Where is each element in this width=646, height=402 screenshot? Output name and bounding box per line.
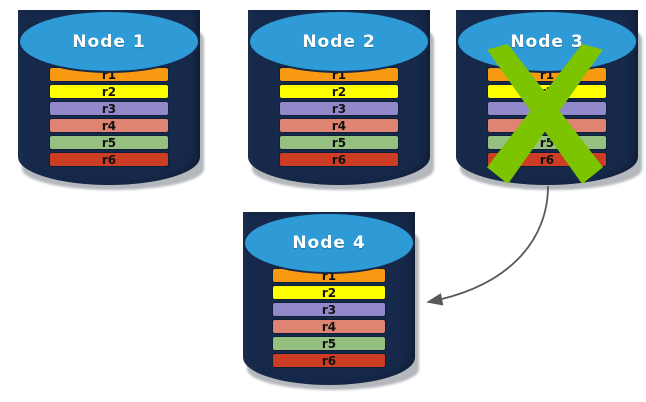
data-row[interactable]: r3: [487, 101, 607, 116]
data-row[interactable]: r4: [272, 319, 386, 334]
data-row[interactable]: r3: [279, 101, 399, 116]
data-row-label: r3: [321, 302, 337, 317]
data-row[interactable]: r6: [279, 152, 399, 167]
data-row[interactable]: r4: [487, 118, 607, 133]
data-row[interactable]: r2: [272, 285, 386, 300]
data-row[interactable]: r4: [279, 118, 399, 133]
data-row-label: r3: [331, 101, 347, 116]
data-row[interactable]: r5: [487, 135, 607, 150]
data-row-label: r4: [331, 118, 347, 133]
node-top-disc: Node 4: [243, 212, 415, 274]
data-row-label: r3: [539, 101, 555, 116]
data-row-label: r5: [331, 135, 347, 150]
data-row[interactable]: r6: [272, 353, 386, 368]
data-row-label: r2: [101, 84, 117, 99]
data-row[interactable]: r5: [279, 135, 399, 150]
data-row-label: r2: [331, 84, 347, 99]
data-row[interactable]: r2: [279, 84, 399, 99]
data-row[interactable]: r5: [49, 135, 169, 150]
arrow-path: [426, 185, 549, 306]
data-row[interactable]: r3: [49, 101, 169, 116]
data-row-label: r5: [539, 135, 555, 150]
data-row-label: r2: [539, 84, 555, 99]
node-top-disc: Node 3: [456, 10, 638, 73]
data-row[interactable]: r2: [487, 84, 607, 99]
data-row-label: r3: [101, 101, 117, 116]
data-row[interactable]: r5: [272, 336, 386, 351]
data-row-label: r5: [321, 336, 337, 351]
data-row-label: r4: [101, 118, 117, 133]
data-row[interactable]: r6: [487, 152, 607, 167]
node-title: Node 2: [302, 31, 376, 52]
data-row-label: r6: [321, 353, 337, 368]
data-row-label: r4: [539, 118, 555, 133]
node-title: Node 1: [72, 31, 146, 52]
node-top-disc: Node 1: [18, 10, 200, 73]
node-top-disc: Node 2: [248, 10, 430, 73]
node-title: Node 3: [510, 31, 584, 52]
data-row-label: r5: [101, 135, 117, 150]
data-row-label: r6: [539, 152, 555, 167]
data-row[interactable]: r4: [49, 118, 169, 133]
data-row-label: r2: [321, 285, 337, 300]
data-row-label: r4: [321, 319, 337, 334]
data-row-label: r6: [101, 152, 117, 167]
data-row[interactable]: r3: [272, 302, 386, 317]
node-title: Node 4: [292, 233, 366, 253]
data-row[interactable]: r6: [49, 152, 169, 167]
data-row[interactable]: r2: [49, 84, 169, 99]
data-row-label: r6: [331, 152, 347, 167]
